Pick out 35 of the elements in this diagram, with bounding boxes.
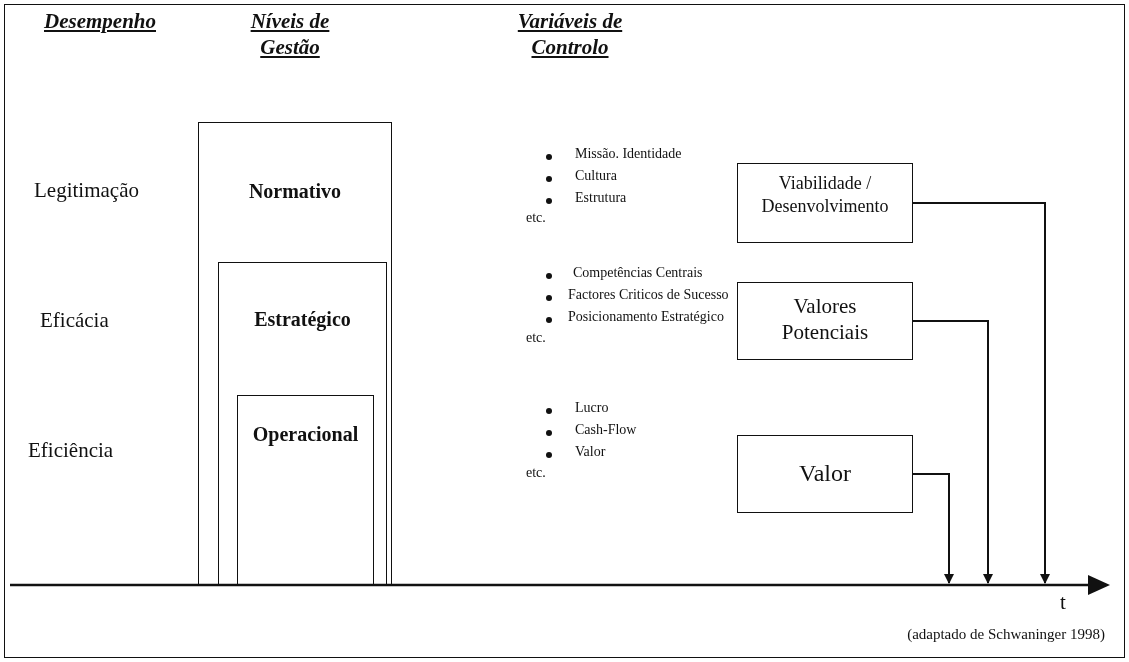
box-label: Valor xyxy=(798,459,852,488)
box-label: Valores Potenciais xyxy=(780,293,870,346)
list-item: Estrutura xyxy=(575,190,627,206)
row-label: Eficácia xyxy=(40,308,109,333)
list-item: etc. xyxy=(526,330,546,346)
value-box xyxy=(737,163,913,243)
caption: (adaptado de Schwaninger 1998) xyxy=(907,626,1105,643)
box-label: Normativo xyxy=(247,179,343,204)
list-item: etc. xyxy=(526,465,546,481)
list-item: etc. xyxy=(526,210,546,226)
row-label: Eficiência xyxy=(28,438,114,463)
list-item: Missão. Identidade xyxy=(575,146,682,162)
box-label: Operacional xyxy=(251,422,360,447)
level-box xyxy=(237,395,374,586)
arrow xyxy=(912,202,1050,584)
arrow xyxy=(912,473,954,584)
value-box xyxy=(737,435,913,513)
box-label: Viabilidade / Desenvolvimento xyxy=(760,172,890,217)
box-label: Estratégico xyxy=(253,307,352,332)
list-item: Competências Centrais xyxy=(573,265,703,281)
row-label: Legitimação xyxy=(34,178,139,203)
list-item: Cash-Flow xyxy=(575,422,637,438)
level-box xyxy=(198,122,392,586)
list-item: Posicionamento Estratégico xyxy=(568,309,724,325)
column-heading: Níveis de Gestão xyxy=(249,8,331,60)
list-item: Lucro xyxy=(575,400,609,416)
list-item: Valor xyxy=(575,444,606,460)
level-box xyxy=(218,262,387,586)
arrow xyxy=(912,320,993,584)
axis-label: t xyxy=(1060,590,1066,615)
value-box xyxy=(737,282,913,360)
column-heading: Desempenho xyxy=(43,8,157,34)
list-item: Cultura xyxy=(575,168,617,184)
list-item: Factores Criticos de Sucesso xyxy=(568,287,729,303)
column-heading: Variáveis de Controlo xyxy=(516,8,624,60)
